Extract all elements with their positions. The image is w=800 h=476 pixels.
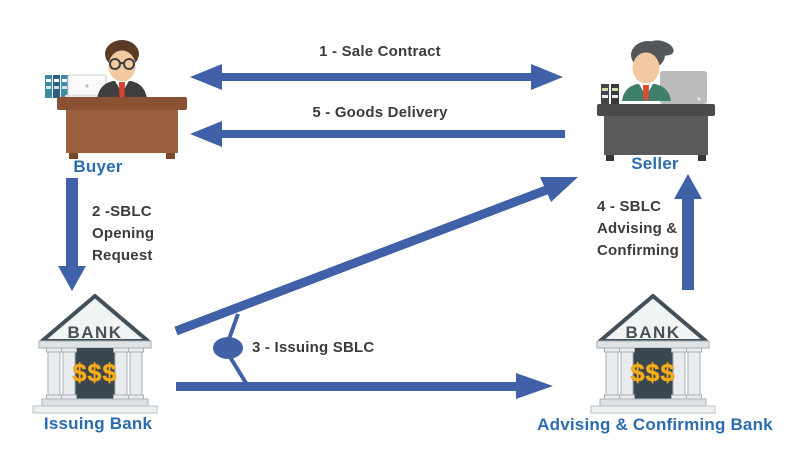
seller-illustration <box>597 40 715 161</box>
sblc-advising-arrow <box>674 174 702 290</box>
seller-label: Seller <box>631 154 679 173</box>
buyer-desk <box>57 97 187 159</box>
issuing-sblc-horizontal-arrow <box>176 373 553 399</box>
sale-contract-arrow <box>190 64 563 90</box>
monitor-icon <box>660 71 707 109</box>
issuing-sblc-diagonal-arrow <box>174 177 578 336</box>
binders-icon <box>45 75 68 98</box>
sblc-opening-request-arrow <box>58 178 86 291</box>
buyer-illustration <box>45 40 187 159</box>
issuing-sblc-label: 3 - Issuing SBLC <box>252 339 375 356</box>
sale-contract-label: 1 - Sale Contract <box>319 43 441 60</box>
issuing-bank-icon <box>31 294 159 415</box>
seller-binders-icon <box>601 84 619 105</box>
issuing-sblc-connector-node <box>213 313 248 385</box>
goods-delivery-label: 5 - Goods Delivery <box>312 104 448 121</box>
buyer-person <box>97 40 147 99</box>
seller-desk <box>597 104 715 161</box>
issuing-bank-label: Issuing Bank <box>43 414 153 433</box>
advising-bank-icon <box>589 294 717 415</box>
advising-bank-label: Advising & Confirming Bank <box>537 415 773 434</box>
seller-person <box>622 40 674 101</box>
buyer-label: Buyer <box>73 157 123 176</box>
goods-delivery-arrow <box>190 121 565 147</box>
sblc-opening-request-label: 2 -SBLC Opening Request <box>92 203 155 264</box>
sblc-advising-label: 4 - SBLC Advising & Confirming <box>597 198 679 259</box>
